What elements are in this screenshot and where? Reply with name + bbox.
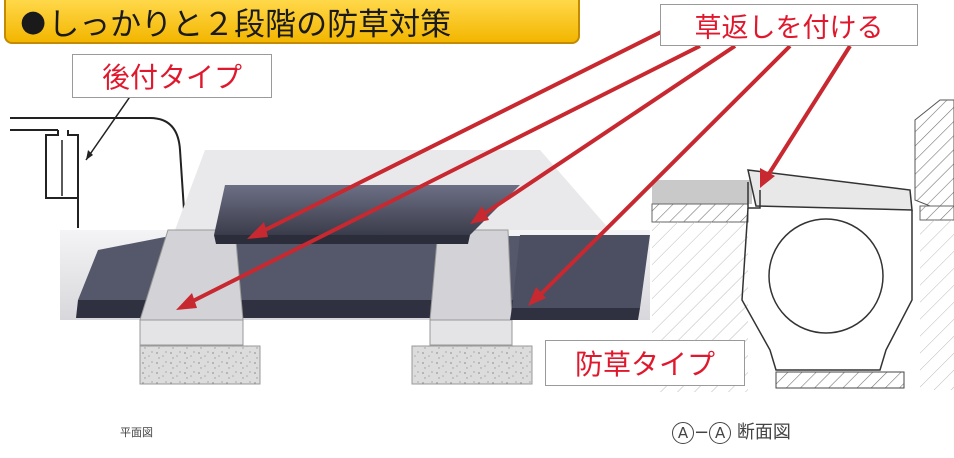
arrowhead — [760, 168, 775, 188]
section-mark-a: A — [672, 422, 694, 444]
arrowhead — [528, 287, 546, 306]
arrow-to-section-lip — [763, 44, 852, 182]
caption-plan-view: 平面図 — [120, 426, 153, 439]
arrow-to-left-wall — [184, 44, 701, 307]
title-bullet: ● — [20, 3, 47, 39]
section-mark-b: A — [709, 422, 732, 444]
arrow-to-center-lid-left — [254, 28, 666, 237]
section-drawing — [651, 99, 954, 392]
section-text: 断面図 — [736, 422, 791, 443]
arrowhead — [176, 293, 197, 310]
arrowhead — [247, 222, 268, 239]
label-grass-return: 草返しを付ける — [660, 4, 918, 46]
title-text: しっかりと２段階の防草対策 — [48, 6, 452, 43]
label-weed-proof-type: 防草タイプ — [545, 340, 745, 386]
arrowhead — [470, 206, 489, 224]
arrow-to-center-lid-right — [476, 44, 737, 220]
label-retrofit-type: 後付タイプ — [72, 54, 272, 98]
section-dash: − — [694, 422, 710, 443]
title-banner: ● しっかりと２段階の防草対策 — [4, 0, 580, 44]
pointer-arrows — [176, 28, 852, 310]
retrofit-detail-drawing — [10, 87, 185, 228]
arrow-to-right-slab — [533, 44, 792, 302]
caption-section-view: A−A 断面図 — [672, 418, 791, 444]
